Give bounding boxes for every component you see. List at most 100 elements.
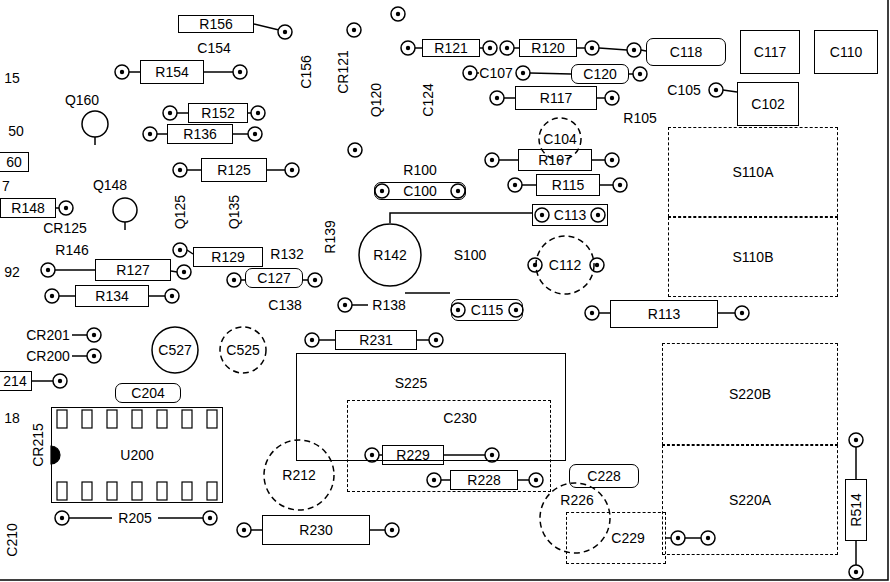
- dashed-outline: S110B: [668, 217, 838, 297]
- part-label: R139: [323, 220, 337, 253]
- part-name: R120: [531, 41, 564, 55]
- solder-pads: [41, 7, 863, 579]
- part-label: C154: [197, 41, 230, 55]
- part-name: R231: [359, 333, 392, 347]
- part-name: C110: [830, 45, 862, 59]
- part-name: S220A: [729, 493, 771, 507]
- part-label: R105: [623, 111, 656, 125]
- part-name: R228: [467, 473, 500, 487]
- part-name: C127: [257, 271, 290, 285]
- part-name: C117: [754, 45, 786, 59]
- component-outline: R107: [518, 149, 592, 171]
- component-circle: R142: [358, 223, 422, 287]
- component-outline: C127: [245, 268, 303, 288]
- component-outline: R230: [262, 515, 370, 545]
- part-label: Q125: [173, 195, 187, 229]
- part-name: R148: [11, 201, 44, 215]
- part-name: R212: [282, 468, 315, 482]
- part-label: 92: [4, 265, 20, 279]
- part-label: CR215: [31, 423, 45, 467]
- component-circle: C112: [535, 235, 595, 295]
- component-outline: R120: [519, 39, 577, 57]
- component-outline: C113: [532, 204, 608, 226]
- component-outline: R154: [140, 60, 204, 84]
- part-name: R142: [373, 248, 406, 262]
- component-outline: R113: [610, 300, 718, 328]
- part-label: R132: [270, 247, 303, 261]
- component-outline: C117: [740, 30, 800, 74]
- part-label: CR125: [43, 221, 87, 235]
- component-outline: C120: [571, 64, 629, 84]
- component-outline: C100: [374, 182, 466, 200]
- part-label: 15: [4, 71, 20, 85]
- component-outline: C118: [646, 38, 726, 66]
- part-label: R100: [403, 163, 436, 177]
- component-outline: U200: [51, 407, 223, 503]
- component-outline: R148: [0, 198, 56, 218]
- part-name: R226: [560, 493, 593, 507]
- component-outline: R514: [845, 479, 867, 541]
- component-outline: R115: [536, 174, 600, 196]
- dashed-outline: C230: [347, 400, 551, 492]
- part-name: R129: [211, 250, 244, 264]
- part-name: C112: [549, 258, 581, 272]
- part-label: CR200: [26, 349, 70, 363]
- part-label: C525: [226, 343, 259, 357]
- part-name: C100: [403, 184, 436, 198]
- part-name: R230: [299, 523, 332, 537]
- part-name: R514: [849, 493, 863, 526]
- part-name: C115: [471, 303, 503, 317]
- component-outline: R152: [188, 103, 248, 123]
- part-label: 18: [4, 411, 20, 425]
- part-name: C118: [670, 45, 702, 59]
- component-outline: R231: [335, 330, 417, 350]
- component-outline: R156: [178, 15, 254, 33]
- component-outline: R121: [422, 39, 480, 57]
- component-outline: R136: [167, 124, 233, 144]
- part-label: C124: [421, 83, 435, 116]
- component-outline: C110: [814, 30, 878, 74]
- part-name: 60: [6, 155, 22, 169]
- component-circle: R212: [263, 439, 335, 511]
- component-outline: R129: [193, 247, 263, 267]
- part-label: C210: [5, 523, 19, 556]
- part-name: S110A: [733, 165, 774, 179]
- ic-pins: [51, 410, 217, 500]
- part-label: Q160: [65, 93, 99, 107]
- part-name: R134: [95, 289, 128, 303]
- part-name: C102: [751, 97, 784, 111]
- part-name: R154: [155, 65, 188, 79]
- part-label: C107: [479, 66, 512, 80]
- component-outline: R117: [515, 86, 597, 110]
- part-label: C156: [299, 55, 313, 88]
- part-label: Q148: [93, 178, 127, 192]
- part-name: R107: [538, 153, 571, 167]
- transistor-outlines: [82, 111, 266, 373]
- part-name: S110B: [733, 250, 774, 264]
- component-outline: R125: [201, 158, 267, 182]
- dashed-outline: C229: [566, 512, 666, 564]
- part-label: CR201: [26, 328, 70, 342]
- component-outline: R229: [382, 445, 444, 465]
- dashed-outline: S220B: [662, 343, 838, 445]
- part-name: C113: [554, 208, 586, 222]
- part-name: C120: [583, 67, 616, 81]
- part-name: R136: [183, 127, 216, 141]
- part-label: S100: [454, 248, 487, 262]
- component-outline: R134: [75, 285, 149, 307]
- part-name: R113: [648, 307, 680, 321]
- part-label: CR121: [336, 50, 350, 94]
- part-name: R115: [552, 178, 584, 192]
- part-name: R229: [396, 448, 429, 462]
- part-name: C104: [543, 132, 576, 146]
- part-label: Q135: [227, 195, 241, 229]
- component-outline: 214: [0, 371, 32, 391]
- part-name: R125: [217, 163, 250, 177]
- component-outline: 60: [0, 152, 29, 172]
- part-name: 214: [3, 374, 26, 388]
- component-outline: R127: [95, 259, 171, 281]
- part-name: S220B: [729, 387, 771, 401]
- part-name: C229: [611, 531, 644, 545]
- dashed-outline: S110A: [668, 127, 838, 217]
